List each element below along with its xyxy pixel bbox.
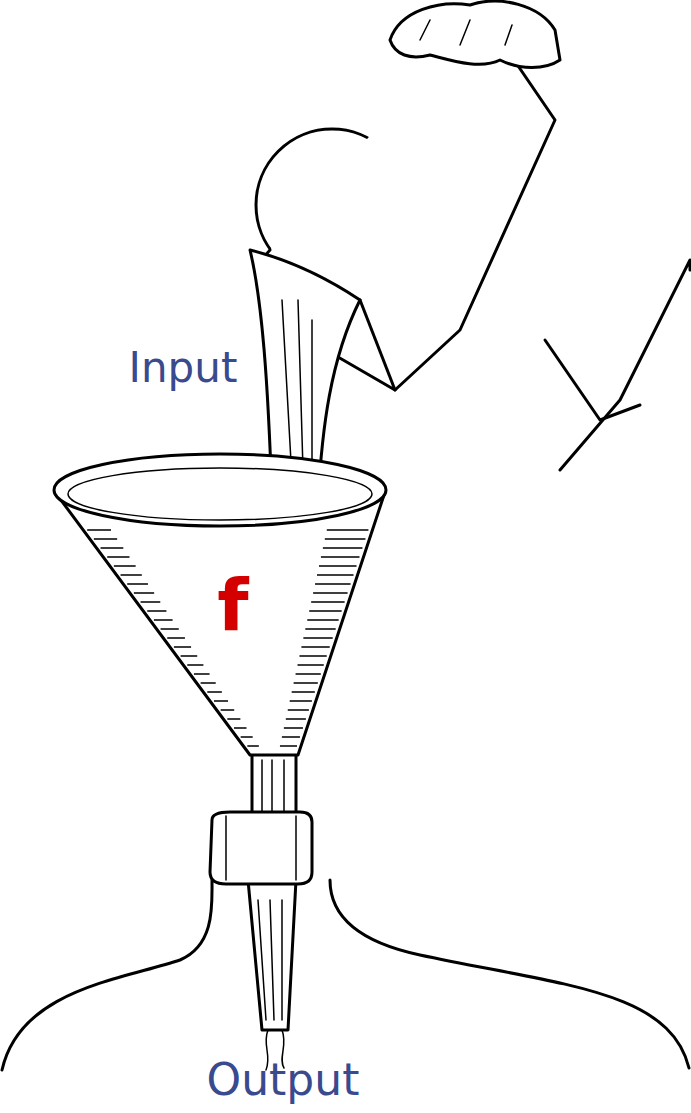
funnel-stem bbox=[248, 880, 296, 1030]
bottle-outline bbox=[330, 880, 689, 1068]
funnel-collar bbox=[210, 812, 312, 884]
function-letter: f bbox=[217, 569, 248, 641]
hand bbox=[390, 1, 560, 67]
flow-label: Output bbox=[207, 1058, 360, 1102]
bottle-outline bbox=[2, 880, 212, 1070]
funnel-node: f bbox=[50, 450, 390, 762]
flow-label: Input bbox=[129, 347, 238, 389]
